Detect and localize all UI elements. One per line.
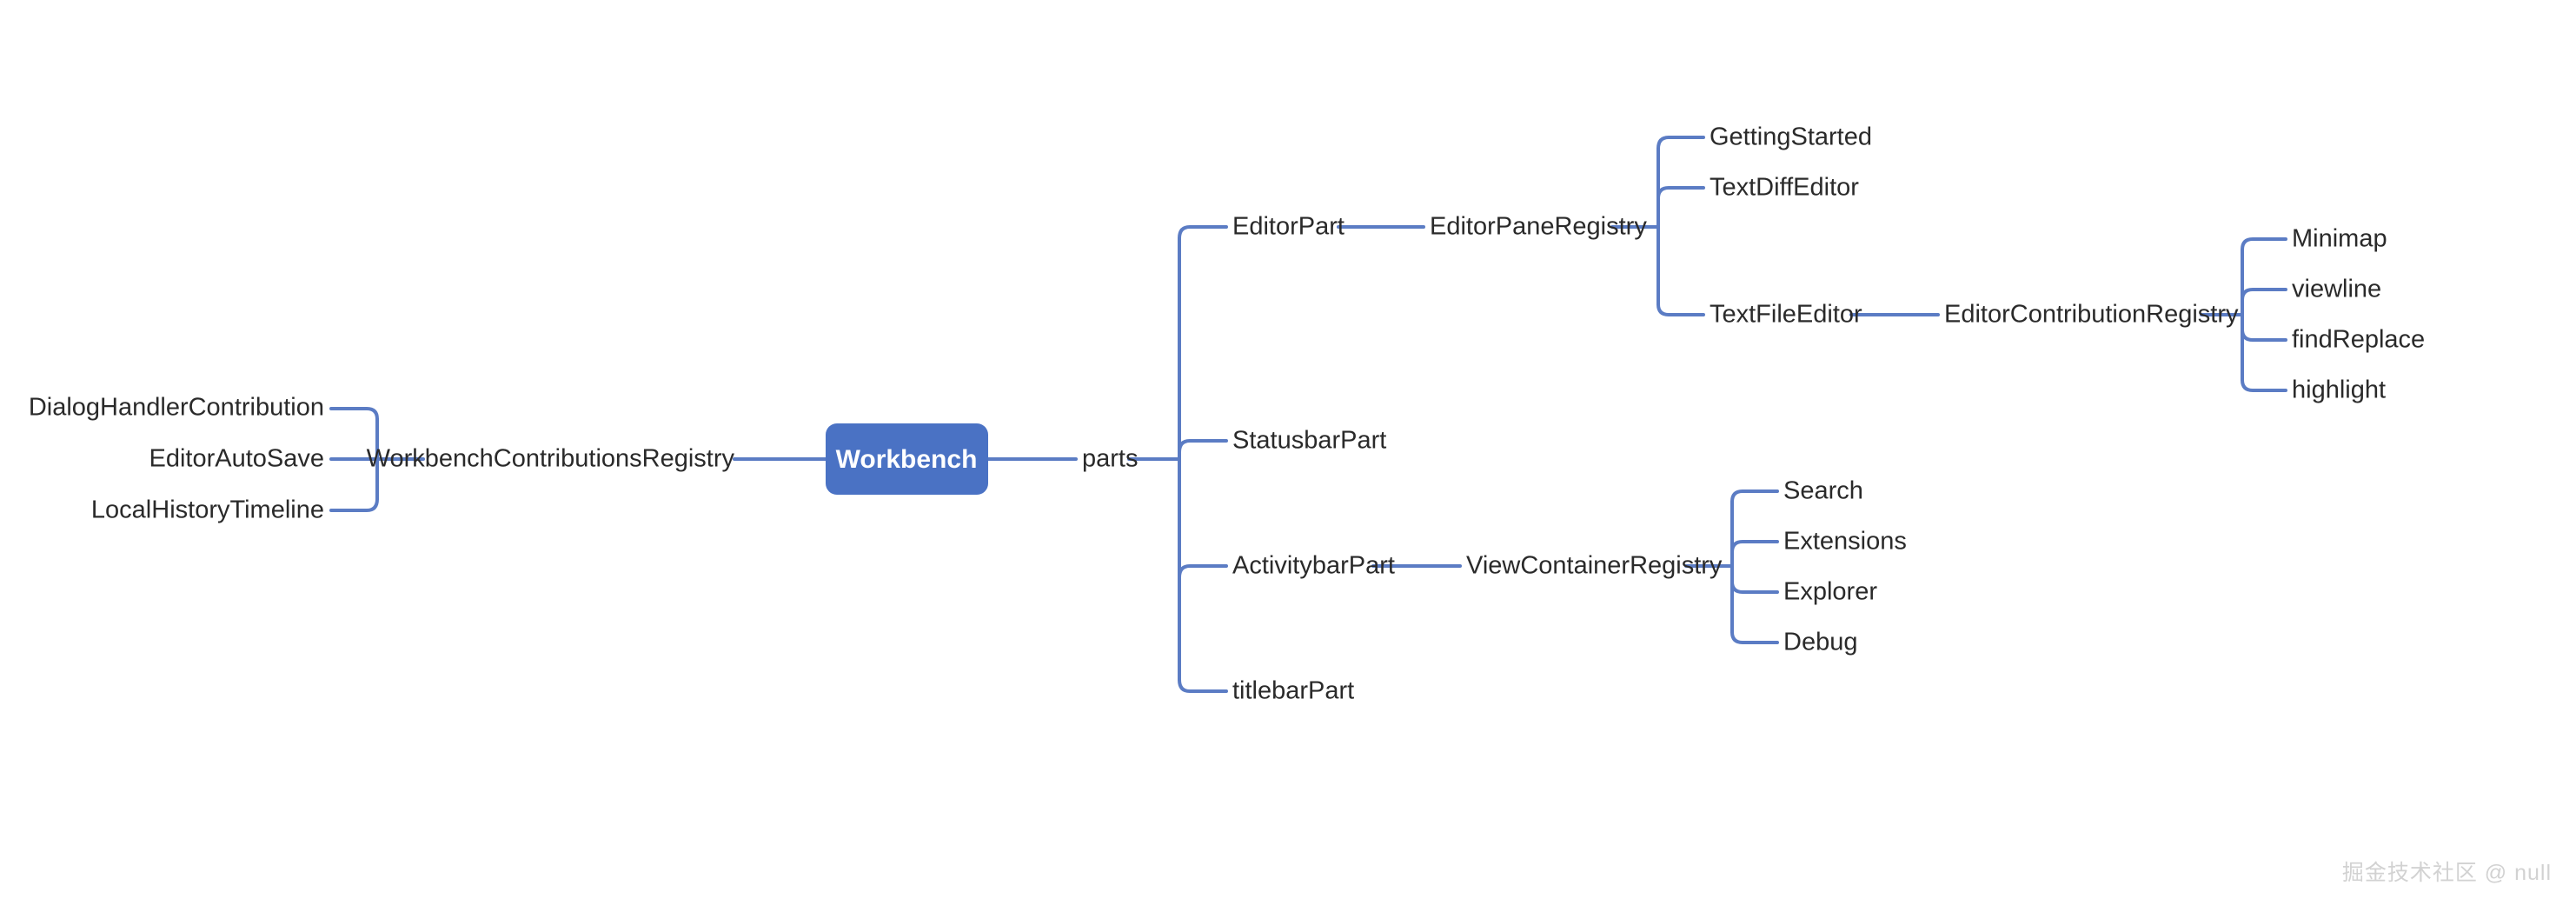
- node-minimap[interactable]: Minimap: [2292, 225, 2387, 253]
- edge-spine-to-titlebar-part: [1178, 678, 1228, 693]
- node-explorer[interactable]: Explorer: [1783, 578, 1877, 606]
- watermark-text: 掘金技术社区 @ null: [2341, 861, 2552, 885]
- node-local-history-timeline[interactable]: LocalHistoryTimeline: [91, 496, 324, 524]
- node-text-diff-editor[interactable]: TextDiffEditor: [1710, 174, 1859, 202]
- edge-to-getting-started: [1656, 136, 1705, 150]
- root-node-label: Workbench: [836, 445, 978, 474]
- node-editor-pane-registry[interactable]: EditorPaneRegistry: [1430, 213, 1647, 241]
- node-search[interactable]: Search: [1783, 477, 1863, 505]
- edge-spine-to-statusbar-part: [1178, 439, 1228, 454]
- node-editor-part[interactable]: EditorPart: [1232, 213, 1344, 241]
- edge-to-minimap: [2241, 237, 2287, 251]
- edge-group-editor-part: [1337, 136, 1705, 316]
- edge-group-editor-contribution-registry: [1849, 237, 2287, 392]
- node-editor-auto-save[interactable]: EditorAutoSave: [149, 445, 324, 473]
- edge-to-extensions: [1730, 540, 1779, 554]
- edge-group-activitybar-part: [1371, 489, 1779, 644]
- root-node-shape: [826, 423, 988, 495]
- node-dialog-handler-contribution[interactable]: DialogHandlerContribution: [29, 394, 324, 422]
- edge-to-text-diff-editor: [1656, 186, 1705, 200]
- edge-to-debug: [1730, 630, 1779, 644]
- edge-to-viewline: [2241, 288, 2287, 302]
- node-viewline[interactable]: viewline: [2292, 276, 2381, 303]
- edge-to-text-file-editor: [1656, 303, 1705, 316]
- node-highlight[interactable]: highlight: [2292, 376, 2386, 404]
- node-activitybar-part[interactable]: ActivitybarPart: [1232, 552, 1395, 580]
- node-find-replace[interactable]: findReplace: [2292, 326, 2425, 354]
- node-editor-contribution-registry[interactable]: EditorContributionRegistry: [1944, 301, 2239, 329]
- left-branch-labels: WorkbenchContributionsRegistry DialogHan…: [29, 394, 735, 524]
- right-branch-labels: parts EditorPart EditorPaneRegistry Gett…: [1082, 123, 2425, 705]
- node-workbench-contributions-registry[interactable]: WorkbenchContributionsRegistry: [367, 445, 735, 473]
- edge-to-local-history-timeline: [329, 497, 379, 512]
- node-debug[interactable]: Debug: [1783, 629, 1857, 656]
- edge-to-highlight: [2241, 378, 2287, 392]
- node-titlebar-part[interactable]: titlebarPart: [1232, 677, 1354, 705]
- node-statusbar-part[interactable]: StatusbarPart: [1232, 427, 1386, 455]
- edge-to-search: [1730, 489, 1779, 503]
- edge-spine-to-editor-part: [1178, 225, 1228, 240]
- node-text-file-editor[interactable]: TextFileEditor: [1710, 301, 1862, 329]
- edge-group-right: [986, 225, 1228, 693]
- edge-to-dialog-handler-contribution: [329, 407, 379, 421]
- edge-group-left: [329, 407, 827, 512]
- edge-to-find-replace: [2241, 328, 2287, 342]
- root-node-workbench[interactable]: Workbench: [826, 423, 988, 495]
- node-extensions[interactable]: Extensions: [1783, 528, 1907, 556]
- node-getting-started[interactable]: GettingStarted: [1710, 123, 1872, 151]
- edge-spine-to-activitybar-part: [1178, 564, 1228, 579]
- node-view-container-registry[interactable]: ViewContainerRegistry: [1466, 552, 1723, 580]
- node-parts[interactable]: parts: [1082, 445, 1138, 473]
- edge-to-explorer: [1730, 580, 1779, 594]
